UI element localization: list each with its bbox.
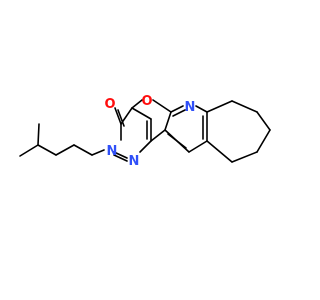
- bond: [188, 140, 208, 153]
- bond: [113, 151, 128, 159]
- bond: [195, 105, 208, 113]
- bond: [73, 144, 93, 156]
- bond-layer: [19, 99, 271, 163]
- bond: [167, 133, 187, 149]
- bond: [113, 154, 128, 162]
- bond: [131, 107, 152, 120]
- bond: [164, 111, 172, 131]
- bond: [231, 100, 258, 113]
- molecule-structure: O O N N N: [19, 94, 271, 169]
- pyridine-nitrogen-label: N: [185, 100, 196, 115]
- bond: [172, 109, 186, 117]
- bond: [117, 109, 125, 127]
- bond: [55, 144, 75, 156]
- bond: [114, 107, 122, 125]
- n1-label: N: [129, 154, 140, 169]
- bond: [206, 100, 233, 113]
- bond: [256, 129, 271, 153]
- furan-oxygen-label: O: [141, 94, 152, 109]
- bond: [139, 140, 152, 153]
- bond: [170, 105, 184, 113]
- bond: [152, 99, 172, 113]
- bond: [231, 151, 258, 163]
- bond: [37, 123, 40, 146]
- bond: [131, 99, 143, 109]
- n3-label: N: [107, 144, 118, 159]
- bond: [150, 129, 166, 142]
- bond: [37, 144, 57, 156]
- bond: [206, 140, 233, 163]
- bond: [19, 144, 39, 157]
- bond: [91, 149, 105, 156]
- carbonyl-oxygen-label: O: [104, 97, 115, 112]
- bond: [256, 111, 271, 131]
